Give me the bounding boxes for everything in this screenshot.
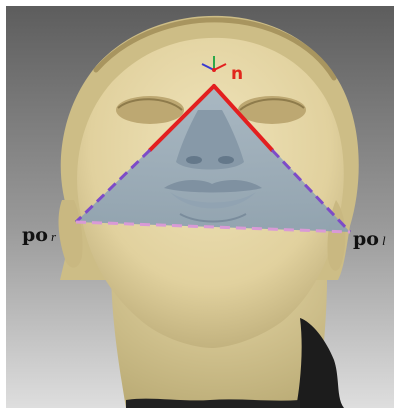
nasion-label: n xyxy=(231,66,243,83)
porion-left-label-sub: l xyxy=(382,233,386,248)
porion-left-label-main: po xyxy=(353,228,379,250)
porion-right-label-main: po xyxy=(22,224,48,246)
nostril-left xyxy=(218,156,234,164)
porion-right-label-sub: r xyxy=(51,229,56,244)
nostril-right xyxy=(186,156,202,164)
